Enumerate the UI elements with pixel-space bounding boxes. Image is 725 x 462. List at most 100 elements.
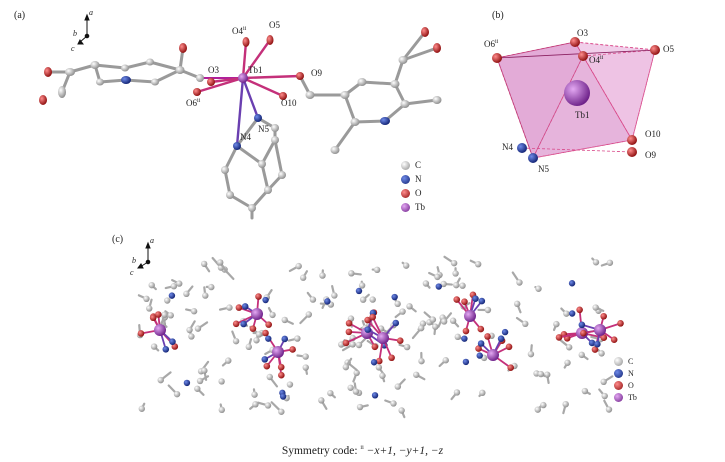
chain-carbon-atom [208, 283, 215, 291]
chain-oxygen-atom [278, 371, 285, 379]
chain-carbon-atom [375, 364, 383, 371]
panel-c-axes [137, 241, 151, 269]
chain-carbon-atom [514, 300, 521, 308]
chain-oxygen-atom [155, 311, 162, 318]
chain-carbon-atom [516, 279, 523, 286]
chain-carbon-atom [245, 343, 253, 351]
chain-carbon-atom [534, 406, 541, 413]
chain-carbon-atom [146, 305, 153, 312]
chain-carbon-atom [459, 282, 466, 289]
chain-nitrogen-atom [355, 287, 363, 295]
panel-b-polyhedron [492, 37, 660, 163]
chain-carbon-atom [186, 326, 193, 334]
chain-oxygen-atom [265, 321, 272, 328]
chain-nitrogen-atom [262, 296, 269, 304]
legend-a-tb: Tb [401, 202, 425, 212]
chain-nitrogen-atom [462, 358, 470, 366]
chain-carbon-atom [565, 344, 573, 351]
chain-carbon-atom [150, 343, 158, 350]
chain-carbon-atom [581, 387, 589, 395]
chain-oxygen-atom [462, 327, 470, 335]
chain-oxygen-atom [249, 325, 257, 332]
label-b-n5: N5 [538, 164, 549, 174]
chain-carbon-atom [373, 266, 381, 274]
chain-carbon-atom [369, 296, 376, 303]
chain-carbon-atom [251, 391, 258, 398]
label-b-tb1: Tb1 [575, 110, 590, 120]
chain-carbon-atom [170, 283, 178, 290]
chain-nitrogen-atom [472, 295, 479, 302]
chain-oxygen-atom [364, 316, 371, 324]
chain-oxygen-atom [591, 346, 599, 353]
legend-c-n: N [614, 369, 634, 378]
axis-a-label: a [89, 8, 93, 17]
chain-oxygen-atom [505, 343, 513, 351]
chain-carbon-atom [294, 335, 301, 342]
chain-oxygen-atom [580, 329, 587, 337]
legend-a-n: N [401, 174, 422, 184]
chain-carbon-atom [434, 273, 441, 281]
chain-terbium-atom [377, 332, 389, 344]
chain-carbon-atom [429, 316, 437, 323]
label-tb1: Tb1 [248, 65, 263, 75]
legend-c-o: O [614, 381, 634, 390]
chain-carbon-atom [161, 311, 168, 318]
chain-carbon-atom [225, 357, 232, 364]
chain-carbon-atom [348, 270, 355, 277]
label-o3: O3 [208, 65, 219, 75]
chain-carbon-atom [537, 370, 545, 378]
chain-oxygen-atom [507, 364, 515, 372]
chain-nitrogen-atom [391, 293, 398, 301]
chain-carbon-atom [418, 357, 425, 365]
chain-carbon-atom [183, 290, 190, 298]
chain-carbon-atom [450, 259, 458, 267]
chain-carbon-atom [319, 272, 326, 279]
chain-carbon-atom [413, 371, 420, 378]
chain-carbon-atom [264, 402, 272, 409]
chain-carbon-atom [266, 373, 273, 381]
chain-carbon-atom [173, 390, 181, 398]
chain-carbon-atom [269, 311, 276, 319]
chain-carbon-atom [453, 281, 460, 289]
chain-carbon-atom [200, 260, 208, 268]
chain-carbon-atom [327, 389, 334, 397]
chain-carbon-atom [417, 324, 425, 332]
panel-b-tag: (b) [492, 10, 504, 21]
chain-carbon-atom [601, 392, 608, 400]
chain-carbon-atom [535, 285, 542, 292]
chain-nitrogen-atom [497, 335, 505, 342]
chain-carbon-atom [138, 405, 145, 412]
chain-oxygen-atom [149, 314, 157, 322]
chain-nitrogen-atom [392, 319, 400, 327]
chain-terbium-atom [251, 308, 263, 320]
chain-carbon-atom [164, 297, 171, 304]
panel-a-tag: (a) [14, 10, 26, 21]
chain-carbon-atom [562, 400, 569, 408]
panel-c-tag: (c) [112, 234, 124, 245]
chain-oxygen-atom [600, 312, 607, 320]
chain-oxygen-atom [461, 298, 468, 305]
chain-carbon-atom [349, 341, 356, 348]
legend-c-tb: Tb [614, 393, 637, 402]
chain-carbon-atom [356, 403, 364, 411]
chain-oxygen-atom [555, 334, 563, 341]
chain-carbon-atom [564, 359, 571, 366]
chain-carbon-atom [402, 262, 410, 269]
chain-nitrogen-atom [281, 335, 289, 343]
axis-c-a-label: a [150, 236, 154, 245]
chain-carbon-atom [406, 303, 413, 310]
chain-carbon-atom [295, 262, 302, 270]
chain-carbon-atom [474, 260, 482, 268]
chain-carbon-atom [422, 280, 430, 287]
chain-nitrogen-atom [594, 340, 601, 348]
chain-carbon-atom [442, 357, 449, 364]
chain-oxygen-atom [232, 320, 240, 328]
panel-c-chain [136, 255, 624, 419]
chain-nitrogen-atom [478, 297, 486, 305]
chain-oxygen-atom [262, 329, 269, 337]
chain-oxygen-atom [475, 345, 482, 352]
chain-oxygen-atom [137, 330, 145, 337]
chain-terbium-atom [594, 324, 606, 336]
label-b-o9: O9 [645, 150, 656, 160]
chain-oxygen-atom [484, 333, 491, 340]
